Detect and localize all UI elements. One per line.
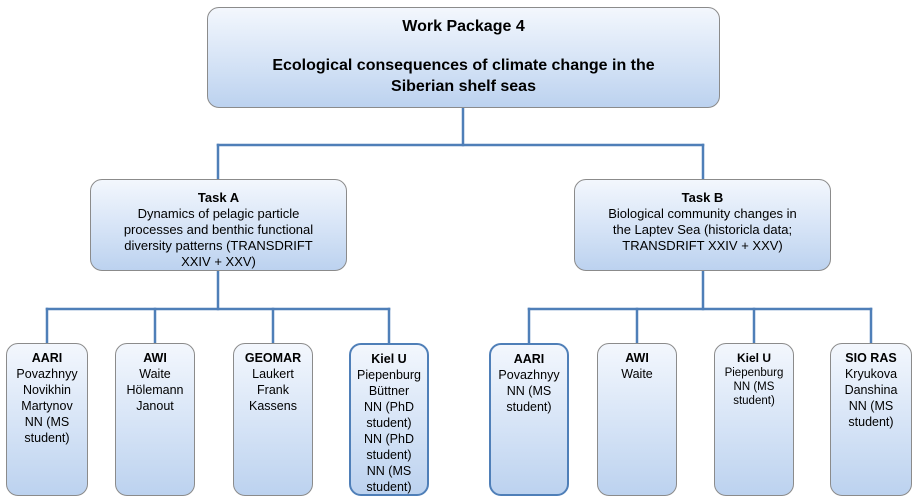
partner-member: NN (MS [24, 415, 70, 429]
partner-institute: SIO RAS [845, 351, 897, 365]
partner-institute: GEOMAR [244, 351, 302, 365]
partner-member: Povazhnyy [498, 368, 560, 382]
task-a-description-line: Dynamics of pelagic particle [137, 206, 300, 221]
task-a-box: Task A Dynamics of pelagic particle proc… [90, 179, 347, 271]
partner-member: Kryukova [844, 367, 898, 381]
partner-member: NN (MS [848, 399, 894, 413]
partner-member: Piepenburg [724, 367, 784, 379]
partner-institute: AARI [513, 352, 545, 366]
partner-box-awi-task-a: AWI Waite Hölemann Janout [115, 343, 195, 496]
task-b-description-line: TRANSDRIFT XXIV + XXV) [622, 238, 783, 253]
task-a-description-line: XXIV + XXV) [181, 254, 256, 269]
partner-member: student) [366, 448, 412, 462]
task-a-description-line: diversity patterns (TRANSDRIFT [124, 238, 313, 253]
work-package-subtitle-line: Siberian shelf seas [391, 78, 536, 95]
work-package-title: Work Package 4 [402, 18, 525, 35]
work-package-box: Work Package 4 Ecological consequences o… [207, 7, 720, 108]
partner-member: Frank [257, 383, 289, 397]
task-b-description-line: Biological community changes in [608, 206, 797, 221]
partner-member: Novikhin [23, 383, 71, 397]
task-a-title: Task A [197, 190, 240, 205]
partner-box-awi-task-b: AWI Waite [597, 343, 677, 496]
partner-member: Janout [136, 399, 174, 413]
partner-institute: AWI [143, 351, 167, 365]
partner-institute: AARI [31, 351, 63, 365]
partner-box-kiel-u-task-b: Kiel U Piepenburg NN (MS student) [714, 343, 794, 496]
partner-institute: Kiel U [371, 352, 407, 366]
partner-member: Laukert [252, 367, 294, 381]
partner-box-aari-task-b: AARI Povazhnyy NN (MS student) [489, 343, 569, 496]
partner-member: Povazhnyy [16, 367, 78, 381]
partner-member: student) [848, 415, 894, 429]
work-package-subtitle-line: Ecological consequences of climate chang… [272, 57, 655, 74]
partner-member: NN (MS [733, 381, 775, 393]
partner-box-geomar-task-a: GEOMAR Laukert Frank Kassens [233, 343, 313, 496]
partner-member: Piepenburg [357, 368, 421, 382]
partner-box-aari-task-a: AARI Povazhnyy Novikhin Martynov NN (MS … [6, 343, 88, 496]
partner-member: Martynov [21, 399, 73, 413]
partner-member: Büttner [368, 384, 410, 398]
partner-box-sio-ras-task-b: SIO RAS Kryukova Danshina NN (MS student… [830, 343, 912, 496]
task-b-description-line: the Laptev Sea (historicla data; [612, 222, 793, 237]
partner-member: student) [366, 480, 412, 494]
work-package-subtitle: Ecological consequences of climate chang… [208, 55, 719, 97]
partner-member: student) [506, 400, 552, 414]
partner-institute: Kiel U [736, 351, 771, 365]
task-b-box: Task B Biological community changes in t… [574, 179, 831, 271]
partner-member: student) [366, 416, 412, 430]
partner-member: Hölemann [126, 383, 184, 397]
partner-member: Kassens [249, 399, 297, 413]
task-b-title: Task B [681, 190, 724, 205]
partner-institute: AWI [625, 351, 649, 365]
partner-member: NN (MS [366, 464, 412, 478]
partner-member: NN (PhD [363, 432, 414, 446]
partner-member: student) [733, 395, 775, 407]
partner-member: student) [24, 431, 70, 445]
partner-member: Danshina [844, 383, 898, 397]
partner-member: NN (MS [506, 384, 552, 398]
task-a-description-line: processes and benthic functional [123, 222, 314, 237]
partner-member: Waite [139, 367, 171, 381]
partner-box-kiel-u-task-a: Kiel U Piepenburg Büttner NN (PhD studen… [349, 343, 429, 496]
partner-member: Waite [621, 367, 653, 381]
partner-member: NN (PhD [363, 400, 414, 414]
